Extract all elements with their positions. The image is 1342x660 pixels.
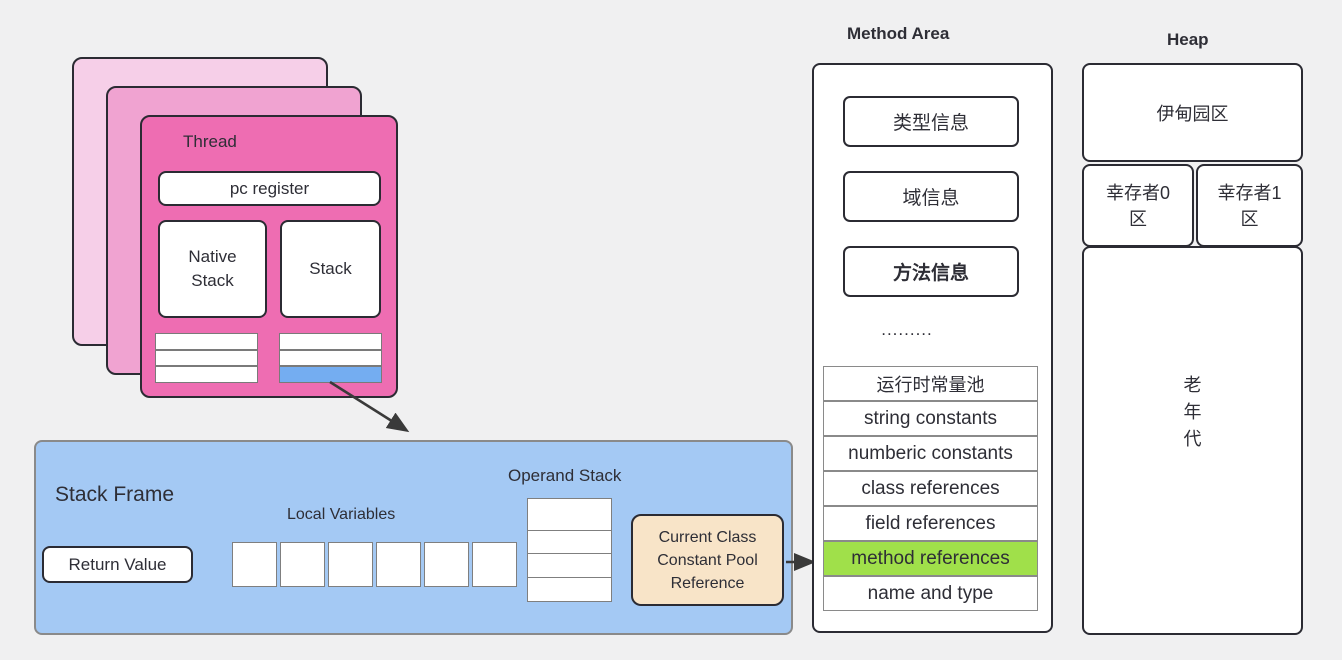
stack-label: Stack bbox=[309, 259, 352, 278]
survivor1-box: 幸存者1区 bbox=[1196, 164, 1303, 247]
old-generation-label: 老年代 bbox=[1183, 375, 1202, 449]
survivor0-label: 幸存者0区 bbox=[1105, 182, 1170, 229]
local-variable-cell bbox=[328, 542, 373, 587]
type-info-box: 类型信息 bbox=[843, 96, 1019, 147]
operand-stack-cell bbox=[527, 576, 612, 602]
eden-box: 伊甸园区 bbox=[1082, 63, 1303, 162]
native-stack-frame-cell bbox=[155, 366, 258, 384]
old-generation-box: 老年代 bbox=[1082, 246, 1303, 635]
constant-pool-reference-label: Current Class Constant Pool Reference bbox=[657, 528, 758, 592]
stack-box: Stack bbox=[280, 220, 381, 318]
native-stack-label: Native Stack bbox=[188, 247, 237, 290]
pc-register-label: pc register bbox=[229, 178, 310, 198]
local-variables-label: Local Variables bbox=[287, 506, 396, 523]
survivor0-box: 幸存者0区 bbox=[1082, 164, 1194, 247]
operand-stack-cells bbox=[527, 498, 612, 602]
operand-stack-label: Operand Stack bbox=[508, 466, 622, 485]
constant-pool-row-highlighted: method references bbox=[823, 541, 1038, 576]
heap-title: Heap bbox=[1167, 30, 1209, 49]
thread-label: Thread bbox=[183, 132, 237, 151]
local-variable-cell bbox=[232, 542, 277, 587]
ellipsis-dots: ......... bbox=[881, 320, 933, 339]
constant-pool-row: field references bbox=[823, 506, 1038, 541]
constant-pool-row: name and type bbox=[823, 576, 1038, 611]
native-stack-frame-cell bbox=[155, 349, 258, 367]
constant-pool-row: numberic constants bbox=[823, 436, 1038, 471]
arrow-reference-to-method-references bbox=[786, 552, 816, 572]
local-variable-cell bbox=[376, 542, 421, 587]
constant-pool-row-title: 运行时常量池 bbox=[823, 366, 1038, 401]
pc-register-box: pc register bbox=[158, 171, 381, 206]
operand-stack-cell bbox=[527, 553, 612, 578]
native-stack-box: Native Stack bbox=[158, 220, 267, 318]
vm-stack-frame-cell bbox=[279, 349, 382, 367]
constant-pool-reference-box: Current Class Constant Pool Reference bbox=[631, 514, 784, 606]
local-variable-cell bbox=[280, 542, 325, 587]
return-value-label: Return Value bbox=[68, 554, 167, 574]
survivor1-label: 幸存者1区 bbox=[1217, 182, 1282, 229]
vm-stack-frame-cell bbox=[279, 333, 382, 350]
local-variable-cell bbox=[424, 542, 469, 587]
local-variables-cells bbox=[232, 542, 517, 587]
return-value-box: Return Value bbox=[42, 546, 193, 583]
constant-pool-row: class references bbox=[823, 471, 1038, 506]
constant-pool-row: string constants bbox=[823, 401, 1038, 436]
operand-stack-cell bbox=[527, 529, 612, 555]
method-info-box: 方法信息 bbox=[843, 246, 1019, 297]
field-info-label: 域信息 bbox=[902, 188, 960, 209]
type-info-label: 类型信息 bbox=[892, 113, 969, 134]
native-stack-frames-stack bbox=[155, 333, 258, 384]
method-info-label: 方法信息 bbox=[892, 263, 969, 284]
eden-label: 伊甸园区 bbox=[1156, 103, 1229, 124]
local-variable-cell bbox=[472, 542, 517, 587]
method-area-title: Method Area bbox=[847, 24, 950, 43]
native-stack-frame-cell bbox=[155, 333, 258, 350]
arrow-frame-to-stackframe bbox=[329, 380, 410, 433]
field-info-box: 域信息 bbox=[843, 171, 1019, 222]
operand-stack-cell bbox=[527, 498, 612, 531]
runtime-constant-pool-table: 运行时常量池 string constants numberic constan… bbox=[823, 366, 1038, 611]
stack-frame-title: Stack Frame bbox=[55, 483, 175, 506]
